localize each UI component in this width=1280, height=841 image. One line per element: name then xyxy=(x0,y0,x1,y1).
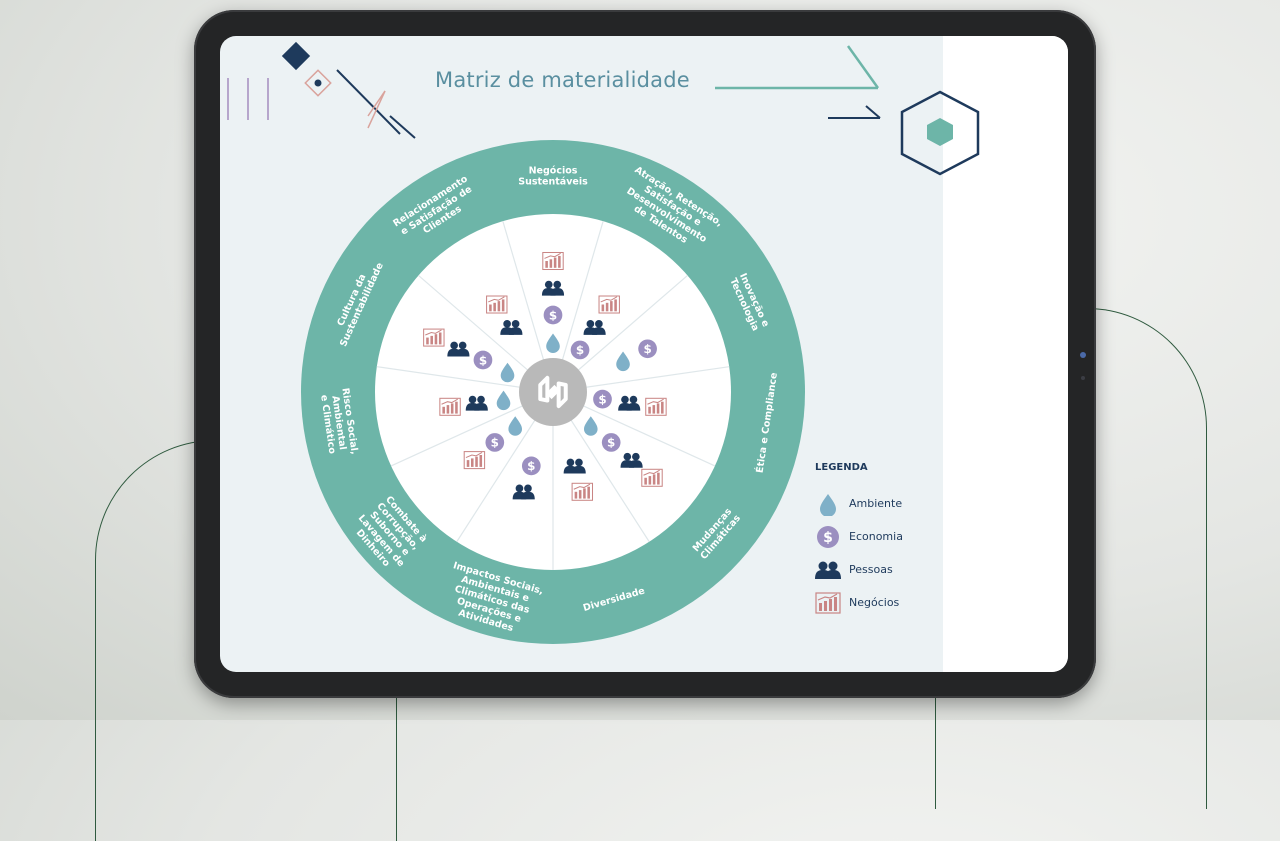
legend-label-negocios: Negócios xyxy=(849,596,900,609)
drop-icon xyxy=(815,491,841,517)
chart-icon xyxy=(815,590,841,616)
legend: LEGENDA Ambiente $ Economia Pessoas Negó… xyxy=(815,462,903,619)
dollar-icon: $ xyxy=(593,389,612,409)
svg-text:$: $ xyxy=(491,436,499,450)
tablet-sensor xyxy=(1081,376,1085,380)
legend-label-pessoas: Pessoas xyxy=(849,563,893,576)
people-icon xyxy=(815,557,841,583)
people-icon xyxy=(541,280,565,296)
dollar-icon: $ xyxy=(601,433,621,452)
svg-text:$: $ xyxy=(643,342,651,356)
center-logo xyxy=(519,358,587,426)
people-icon xyxy=(465,395,488,411)
dollar-icon: $ xyxy=(570,340,590,360)
segment-label-line: Negócios xyxy=(529,166,578,177)
bank-logo-icon xyxy=(538,375,568,409)
deco-diamond-navy xyxy=(281,41,311,71)
dollar-icon: $ xyxy=(521,456,541,476)
legend-item-pessoas: Pessoas xyxy=(815,553,903,586)
svg-text:$: $ xyxy=(527,459,535,473)
deco-dot xyxy=(314,79,322,87)
drop-icon xyxy=(500,362,515,383)
people-icon xyxy=(620,452,643,468)
chart-icon xyxy=(439,397,461,416)
svg-text:$: $ xyxy=(479,353,487,367)
people-icon xyxy=(563,458,586,474)
legend-label-economia: Economia xyxy=(849,530,903,543)
chart-icon xyxy=(571,482,594,501)
page-title: Matriz de materialidade xyxy=(435,68,690,92)
deco-hexagon-inner xyxy=(927,118,953,146)
legend-label-ambiente: Ambiente xyxy=(849,497,903,510)
drop-icon xyxy=(508,416,523,436)
tablet-camera xyxy=(1080,352,1086,358)
dollar-icon: $ xyxy=(485,433,505,452)
legend-item-negocios: Negócios xyxy=(815,586,903,619)
screen-white-strip xyxy=(943,36,1068,672)
svg-text:$: $ xyxy=(549,308,557,322)
chart-icon xyxy=(423,328,445,347)
people-icon xyxy=(618,395,641,411)
svg-text:$: $ xyxy=(607,436,615,450)
dollar-icon: $ xyxy=(638,339,657,359)
deco-square-dot xyxy=(304,69,332,97)
drop-icon xyxy=(496,390,511,411)
chart-icon xyxy=(598,295,620,314)
svg-text:$: $ xyxy=(598,392,606,406)
dollar-icon: $ xyxy=(815,524,841,550)
svg-text:$: $ xyxy=(823,530,833,546)
segment-label-line: Sustentáveis xyxy=(518,177,588,188)
dollar-icon: $ xyxy=(473,350,493,370)
chart-icon xyxy=(542,251,564,271)
segment-icons: $ $ $ $ $ $ $ $ xyxy=(423,251,667,501)
drop-icon xyxy=(546,333,560,354)
legend-item-economia: $ Economia xyxy=(815,520,903,553)
people-icon xyxy=(447,341,470,357)
people-icon xyxy=(583,319,606,335)
people-icon xyxy=(512,484,535,500)
chart-icon xyxy=(486,295,508,314)
people-icon xyxy=(500,319,523,335)
chart-icon xyxy=(641,468,663,487)
chart-icon xyxy=(463,451,486,470)
drop-icon xyxy=(616,351,630,372)
svg-text:$: $ xyxy=(576,343,584,357)
deco-hexagon xyxy=(900,90,980,176)
drop-icon xyxy=(583,416,598,436)
chart-icon xyxy=(645,397,667,416)
legend-item-ambiente: Ambiente xyxy=(815,487,903,520)
dollar-icon: $ xyxy=(543,305,563,325)
legend-title: LEGENDA xyxy=(815,462,868,473)
